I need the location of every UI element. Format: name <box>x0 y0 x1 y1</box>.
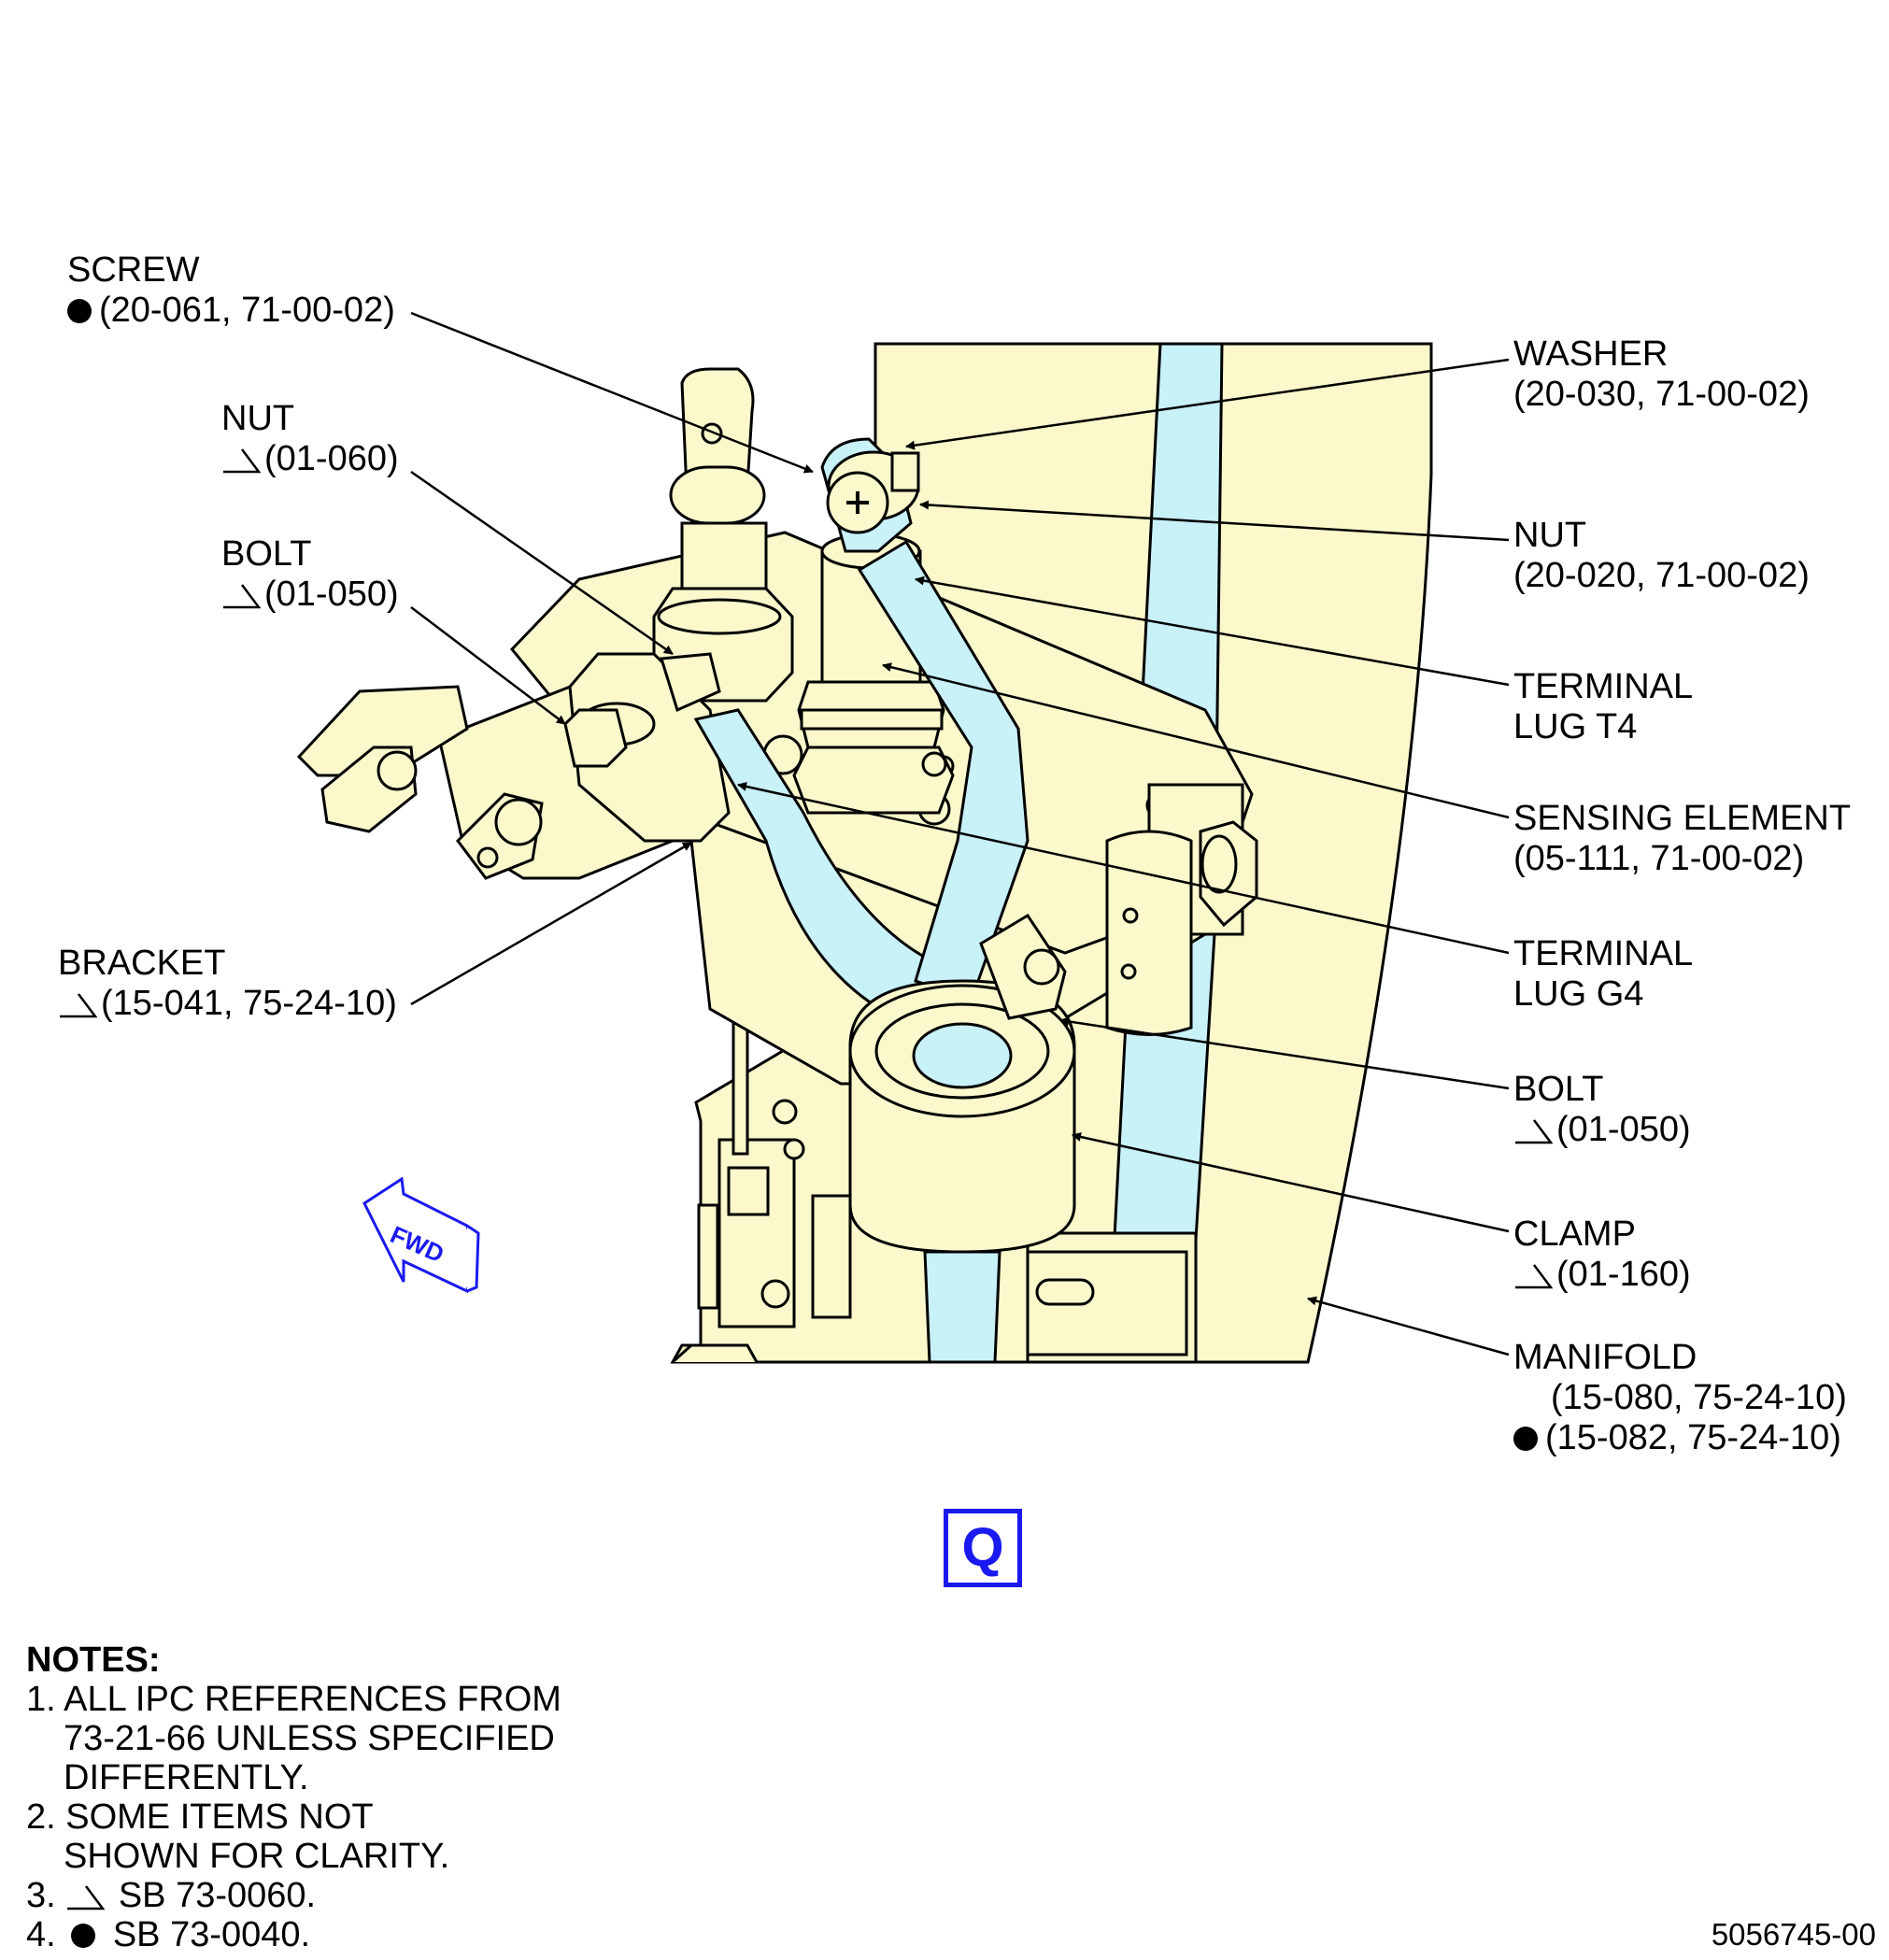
callout-screw: SCREW (20-061, 71-00-02) <box>67 250 395 331</box>
callout-washer-name: WASHER <box>1513 334 1669 374</box>
note-2-line-2: SHOWN FOR CLARITY. <box>64 1837 450 1876</box>
leader-terminal-t4 <box>915 575 1510 687</box>
terminal-screw-assembly <box>820 437 920 553</box>
note-2-line-1: 2. SOME ITEMS NOT <box>26 1797 374 1837</box>
note-3-text: SB 73-0060. <box>118 1876 317 1915</box>
sb-0060-triangle-icon <box>223 584 261 609</box>
note-3: 3. SB 73-0060. <box>26 1876 561 1915</box>
leader-bolt-left <box>410 606 566 725</box>
sb-0060-triangle-icon <box>60 993 97 1018</box>
callout-bracket-name: BRACKET <box>58 944 226 983</box>
leader-bolt-right <box>1059 1016 1510 1090</box>
sb-0040-dot-icon <box>67 299 92 323</box>
callout-bracket: BRACKET (15-041, 75-24-10) <box>58 944 397 1024</box>
sb-0060-triangle-icon <box>223 448 261 474</box>
leader-terminal-g4 <box>737 782 1510 955</box>
sb-0040-dot-icon <box>71 1924 96 1948</box>
callout-terminal-t4-line2: LUG T4 <box>1513 707 1638 746</box>
callout-washer: WASHER (20-030, 71-00-02) <box>1513 334 1810 415</box>
callout-nut-left-ref: (01-060) <box>264 439 399 478</box>
note-3-number: 3. <box>26 1876 56 1915</box>
callout-washer-ref: (20-030, 71-00-02) <box>1513 375 1810 414</box>
callout-terminal-t4-line1: TERMINAL <box>1513 667 1694 706</box>
callout-nut-right-ref: (20-020, 71-00-02) <box>1513 556 1810 595</box>
callout-bolt-right-name: BOLT <box>1513 1070 1604 1109</box>
leader-bracket <box>410 841 692 1006</box>
leader-manifold <box>1307 1296 1510 1356</box>
view-label-box: Q <box>944 1509 1022 1587</box>
callout-clamp-ref: (01-160) <box>1556 1255 1691 1294</box>
note-1-line-3: DIFFERENTLY. <box>64 1758 309 1797</box>
callout-nut-right: NUT (20-020, 71-00-02) <box>1513 516 1810 596</box>
note-4: 4. SB 73-0040. <box>26 1915 561 1954</box>
callout-manifold-ref2: (15-082, 75-24-10) <box>1545 1418 1841 1457</box>
notes-block: NOTES: 1. ALL IPC REFERENCES FROM 73-21-… <box>26 1640 561 1954</box>
forward-direction-arrow <box>362 1176 480 1294</box>
sb-0060-triangle-icon <box>1515 1119 1553 1144</box>
callout-terminal-lug-t4: TERMINAL LUG T4 <box>1513 667 1693 747</box>
leader-clamp <box>1072 1132 1510 1233</box>
callout-manifold: MANIFOLD (15-080, 75-24-10) (15-082, 75-… <box>1513 1338 1847 1458</box>
leader-lines <box>410 311 1510 1356</box>
note-4-number: 4. <box>26 1915 56 1954</box>
note-1-line-2: 73-21-66 UNLESS SPECIFIED <box>64 1719 555 1758</box>
callout-terminal-lug-g4: TERMINAL LUG G4 <box>1513 934 1693 1015</box>
note-4-text: SB 73-0040. <box>112 1915 311 1954</box>
callout-screw-ref: (20-061, 71-00-02) <box>99 291 395 330</box>
leader-sensing-element <box>882 662 1510 819</box>
callout-nut-right-name: NUT <box>1513 516 1587 555</box>
callout-terminal-g4-line2: LUG G4 <box>1513 974 1644 1014</box>
callout-screw-name: SCREW <box>67 250 200 290</box>
leader-washer <box>905 358 1510 450</box>
callout-sensing-element-name: SENSING ELEMENT <box>1513 799 1852 838</box>
callout-bolt-right-ref: (01-050) <box>1556 1110 1691 1149</box>
callout-bolt-left: BOLT (01-050) <box>221 534 399 615</box>
callout-terminal-g4-line1: TERMINAL <box>1513 934 1694 973</box>
callout-bracket-ref: (15-041, 75-24-10) <box>101 984 397 1023</box>
callout-clamp-name: CLAMP <box>1513 1214 1636 1254</box>
notes-title: NOTES: <box>26 1640 161 1680</box>
sb-0040-dot-icon <box>1513 1427 1538 1451</box>
sb-0060-triangle-icon <box>1515 1264 1553 1289</box>
callout-sensing-element: SENSING ELEMENT (05-111, 71-00-02) <box>1513 799 1851 879</box>
callout-nut-left: NUT (01-060) <box>221 399 399 479</box>
callout-bolt-right: BOLT (01-050) <box>1513 1070 1691 1150</box>
right-sensing-element <box>792 533 955 815</box>
callout-clamp: CLAMP (01-160) <box>1513 1214 1691 1295</box>
left-sensing-element <box>652 367 794 703</box>
leader-nut-left <box>410 470 674 656</box>
leader-nut-right <box>919 500 1510 542</box>
callout-manifold-name: MANIFOLD <box>1513 1338 1697 1377</box>
clamp-assembly <box>848 913 1076 1364</box>
document-number: 5056745-00 <box>1711 1917 1876 1952</box>
leader-screw <box>410 311 814 474</box>
note-1-line-1: 1. ALL IPC REFERENCES FROM <box>26 1680 561 1719</box>
sb-0060-triangle-icon <box>67 1885 106 1910</box>
callout-sensing-element-ref: (05-111, 71-00-02) <box>1513 839 1805 878</box>
callout-bolt-left-ref: (01-050) <box>264 575 399 614</box>
manifold-cable-clamp <box>1105 820 1258 1036</box>
callout-manifold-ref1: (15-080, 75-24-10) <box>1551 1378 1847 1417</box>
bolt-and-nut-left <box>563 652 731 843</box>
callout-nut-left-name: NUT <box>221 399 295 438</box>
callout-bolt-left-name: BOLT <box>221 534 312 574</box>
